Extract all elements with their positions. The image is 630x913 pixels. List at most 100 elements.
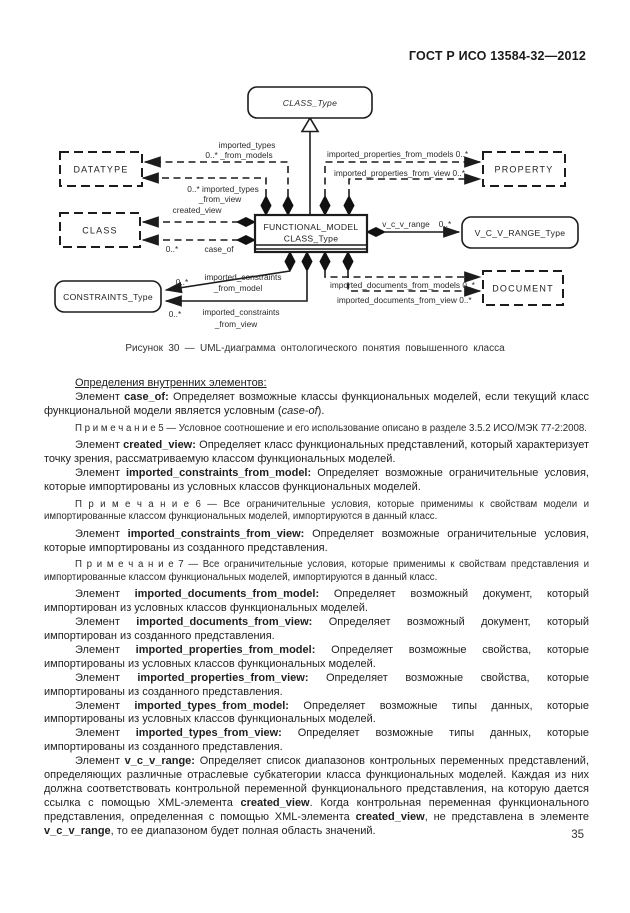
text-segment: Элемент [75,755,125,768]
edge-imported-types-from-view [141,172,267,196]
uml-class-constraints-type-label: CONSTRAINTS_Type [63,292,153,302]
uml-class-datatype-label: DATATYPE [73,165,128,175]
edge-imported-documents-from-models [324,271,482,283]
body-paragraph: Элемент case_of: Определяет возможные кл… [44,391,589,419]
edge-label-imported-types-from-view-2: _from_view [198,194,242,204]
uml-class-compartment-lines [255,244,367,250]
body-paragraph: Элемент imported_constraints_from_model:… [44,467,589,495]
composition-diamond [284,250,296,273]
text-segment: Элемент [75,643,136,656]
text-segment: Определяет возможные типы данных, которы… [44,727,589,754]
edge-imported-properties-from-view [348,173,482,196]
uml-class-class-label: CLASS [82,226,118,236]
composition-diamond [260,194,272,217]
body-paragraph: Элемент imported_types_from_view: Опреде… [44,727,589,755]
composition-diamond [235,216,257,228]
text-segment: created_view [355,810,425,823]
text-segment: Элемент [75,699,135,712]
text-segment: Определяет возможные классы функциональн… [44,391,589,417]
uml-class-property [482,151,566,187]
text-segment: created_view [240,796,310,809]
edge-label-constraints-model-2: _from_model [213,283,263,293]
body-text: Определения внутренних элементов: Элемен… [44,376,589,839]
definitions-heading: Определения внутренних элементов: [44,376,589,390]
text-segment: imported_types_from_model: [134,699,289,712]
text-segment: П р и м е ч а н и е 5 — Условное соотнош… [75,422,587,434]
text-segment: Элемент [75,727,136,740]
text-segment: Определяет возможный документ, который и… [44,616,589,642]
edge-label-case-of: case_of [204,244,234,254]
note-paragraph: П р и м е ч а н и е 6 — Все ограничитель… [44,499,589,524]
body-paragraph: Элемент imported_properties_from_model: … [44,644,589,672]
text-segment: imported_properties_from_model: [135,643,316,656]
text-segment: imported_documents_from_model: [134,588,320,601]
edge-label-vcv-range-mult: 0..* [439,219,452,229]
body-paragraph: Элемент v_c_v_range: Определяет список д… [44,755,589,838]
edge-label-imported-properties-from-models: imported_properties_from_models 0..* [327,149,469,159]
text-segment: Элемент [75,527,128,540]
body-paragraph: Элемент created_view: Определяет класс ф… [44,439,589,467]
standard-number-header: ГОСТ Р ИСО 13584-32—2012 [408,49,586,63]
uml-class-class [59,212,141,248]
body-paragraph: Элемент imported_documents_from_view: Оп… [44,616,589,644]
composition-diamond [301,250,313,273]
uml-class-document-label: DOCUMENT [492,284,554,294]
edge-imported-types-from-models [143,156,289,196]
uml-class-document [482,270,564,306]
edge-label-case-of-mult: 0..* [166,244,179,254]
text-segment: Определяет возможные ограничительные усл… [44,467,589,493]
text-segment: Определяет возможный документ, который и… [44,588,590,615]
edge-label-constraints-view-2: _from_view [214,319,258,329]
text-segment: imported_types_from_view: [135,727,282,740]
definitions-heading-text: Определения внутренних элементов: [75,377,267,389]
text-segment: Элемент [75,671,138,684]
uml-class-class-type [247,86,373,119]
text-segment: case-of [281,404,318,417]
composition-diamond [282,194,294,217]
body-paragraph: Элемент imported_types_from_model: Опред… [44,700,589,728]
edge-label-imported-types-from-view-1: 0..* imported_types [187,184,258,194]
text-segment: Элемент [75,391,125,403]
text-segment: П р и м е ч а н и е 7 — Все ограничитель… [44,559,589,583]
uml-diagram: CLASS_Type DATATYPE CLASS CONSTRAINTS_Ty… [54,86,579,329]
text-segment: Определяет класс функциональных представ… [44,439,589,466]
text-segment: , не представлена в элементе [424,810,589,823]
text-segment: imported_constraints_from_model: [125,467,312,480]
text-segment: created_view: [123,439,196,452]
text-segment: Определяет список диапазонов контрольных… [44,755,589,809]
text-segment: imported_constraints_from_view: [127,527,305,540]
text-segment: Определяет возможные типы данных, которы… [44,699,589,726]
uml-class-vcv-range-type-label: V_C_V_RANGE_Type [475,228,566,238]
edge-imported-constraints-from-model [164,270,291,294]
figure-caption: Рисунок 30 — UML-диаграмма онтологическо… [125,343,505,354]
composition-diamond [343,194,355,217]
note-paragraph: П р и м е ч а н и е 5 — Условное соотнош… [44,423,589,435]
uml-class-functional-model-label-line1: FUNCTIONAL_MODEL [263,222,358,232]
edge-label-imported-properties-from-view: imported_properties_from_view 0..* [334,168,466,178]
uml-class-property-label: PROPERTY [495,165,554,175]
edge-imported-documents-from-view [347,271,482,297]
text-segment: Элемент [75,439,124,452]
uml-class-constraints-type [54,280,162,313]
uml-class-vcv-range-type [461,216,579,249]
text-segment: Определяет возможные свойства, которые и… [44,671,589,698]
note-paragraph: П р и м е ч а н и е 7 — Все ограничитель… [44,559,589,584]
text-segment: Определяет возможные ограничительные усл… [44,527,589,554]
composition-diamond [319,194,331,217]
uml-class-functional-model-label-line2: CLASS_Type [284,234,339,244]
text-segment: Элемент [75,616,137,629]
composition-diamond [365,226,387,238]
text-segment: case_of: [124,391,169,403]
text-segment: , то ее диапазоном будет полная область … [110,824,376,837]
uml-class-class-type-label: CLASS_Type [283,98,337,108]
uml-class-datatype [59,151,143,187]
composition-diamond [342,250,354,273]
edge-label-constraints-view-mult: 0..* [169,309,182,319]
body-paragraph: Элемент imported_constraints_from_view: … [44,528,589,556]
composition-diamond [319,250,331,273]
text-segment: Определяет возможные свойства, которые и… [44,643,589,670]
text-segment: Элемент [75,467,126,480]
edge-label-constraints-model-mult: 0..* [176,277,189,287]
edge-label-imported-types-from-models-2: 0..* _from_models [205,150,272,160]
